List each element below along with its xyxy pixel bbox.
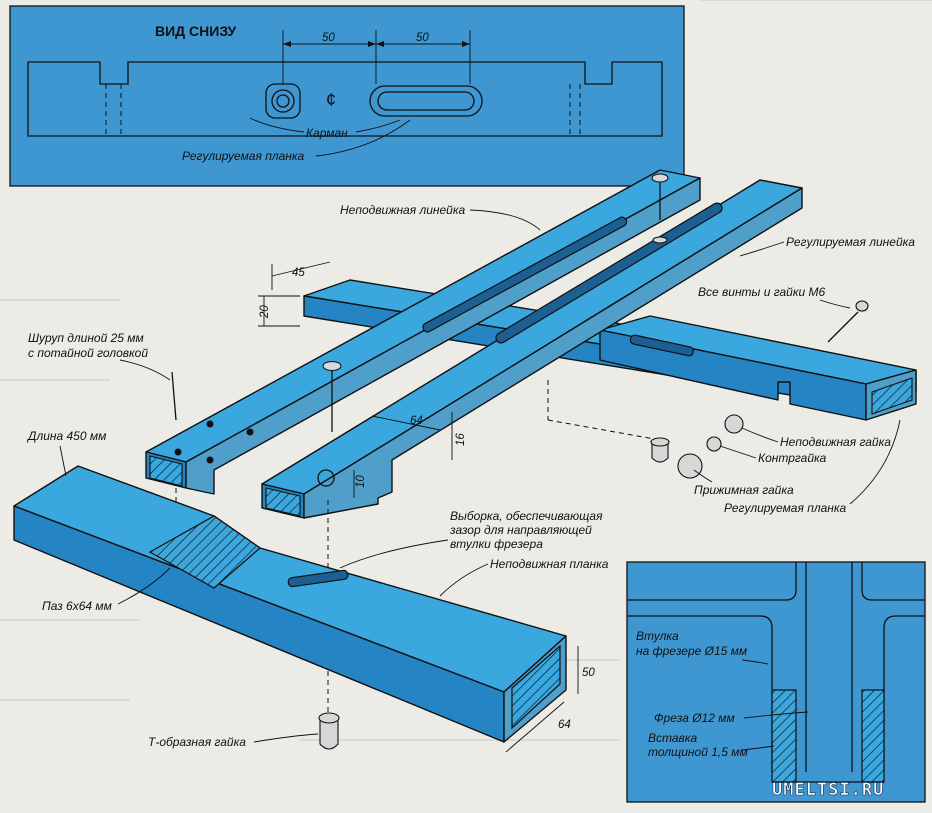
label-fixed-plate: Неподвижная планка [490, 557, 609, 571]
inset-bushing-line1: Втулка [636, 629, 679, 643]
label-adjustable-plate: Регулируемая планка [724, 501, 847, 515]
inset-insert-left [771, 689, 797, 783]
upper-screws [171, 173, 869, 432]
label-fixed-ruler: Неподвижная линейка [340, 203, 466, 217]
leader-adjustable-ruler [739, 241, 785, 257]
label-fixed-nut: Неподвижная гайка [780, 435, 891, 449]
leader-fixed-nut [741, 427, 779, 443]
dimension-lines [258, 261, 579, 753]
dim-64-lower: 64 [558, 719, 571, 731]
inset-detail: Втулка на фрезере Ø15 мм Фреза Ø12 мм Вс… [626, 561, 926, 803]
fixed-ruler-slot [422, 216, 628, 333]
inset-cutter: Фреза Ø12 мм [654, 711, 735, 725]
label-screw-line2: с потайной головкой [28, 346, 148, 360]
leader-screw [119, 359, 171, 381]
crossbar-end-grain [871, 377, 913, 415]
leader-adjustable-plate [849, 419, 901, 505]
fixed-ruler-hole-2 [246, 428, 254, 436]
dim-10: 10 [355, 475, 367, 488]
dim-20: 20 [259, 305, 271, 319]
inset-insert-right [861, 689, 885, 783]
pocket-leader-2 [355, 119, 401, 133]
dim-50-lower: 50 [582, 667, 595, 679]
fixed-plate [13, 465, 567, 743]
inset-bushing-line2: на фрезере Ø15 мм [636, 644, 747, 658]
dim-arrows [283, 41, 470, 47]
inset-cutter-leader [743, 711, 809, 719]
fixed-plate-slot [287, 569, 349, 588]
leader-clamp-nut [693, 469, 713, 483]
leader-lock-nut [719, 445, 757, 459]
plate-label: Регулируемая планка [182, 149, 305, 163]
inset-bushing-outer [627, 562, 925, 601]
bottom-view-background [9, 5, 685, 187]
dim-64-upper: 64 [410, 415, 423, 427]
dim-50-left: 50 [322, 32, 335, 44]
label-cutout-line1: Выборка, обеспечивающая [450, 509, 603, 523]
leader-length [59, 445, 67, 477]
fixed-plate-end-grain [511, 644, 561, 730]
leader-fixed-ruler [469, 209, 541, 231]
fixed-ruler-hole-1 [206, 420, 214, 428]
plate-slot-outer [369, 85, 483, 117]
bottom-view-board [27, 61, 663, 137]
leader-cutout [339, 539, 449, 569]
label-length: Длина 450 мм [26, 429, 106, 443]
pocket-hole-inner [276, 94, 290, 108]
label-all-screws: Все винты и гайки М6 [698, 285, 826, 299]
label-lock-nut: Контргайка [758, 451, 827, 465]
dim-50-right: 50 [416, 32, 429, 44]
label-clamp-nut: Прижимная гайка [694, 483, 794, 497]
pocket-hole-outer [271, 89, 295, 113]
label-cutout-line3: втулки фрезера [450, 537, 543, 551]
label-adjustable-ruler: Регулируемая линейка [786, 235, 915, 249]
fixed-ruler [145, 169, 701, 495]
dim-16: 16 [455, 433, 467, 446]
pocket-label: Карман [306, 126, 348, 140]
bottom-view-title: ВИД СНИЗУ [155, 23, 237, 39]
inset-bushing-leader [741, 659, 769, 665]
leader-all-screws [819, 299, 851, 309]
dim-45: 45 [292, 267, 305, 279]
plate-leader [315, 119, 411, 157]
centerline-symbol: ¢ [326, 90, 336, 110]
label-screw-line1: Шуруп длиной 25 мм [28, 331, 144, 345]
bottom-view-panel: ВИД СНИЗУ 50 50 ¢ Карман Регулируемая пл… [9, 5, 685, 187]
leader-fixed-plate [439, 563, 489, 597]
inset-insert-leader [741, 745, 775, 751]
inset-insert-line2: толщиной 1,5 мм [648, 745, 748, 759]
fixed-plate-groove [148, 515, 261, 589]
leader-t-nut [253, 733, 319, 743]
adjustable-ruler-end-grain [265, 487, 301, 517]
label-t-nut: Т-образная гайка [148, 735, 246, 749]
adjustable-ruler [261, 179, 803, 519]
fixed-ruler-end-grain [149, 455, 183, 487]
adjustable-plate-slot [629, 334, 694, 357]
fixed-ruler-hole-3 [174, 448, 182, 456]
label-groove: Паз 6х64 мм [42, 599, 112, 613]
inset-bushing-inner [805, 562, 853, 772]
label-cutout-line2: зазор для направляющей [449, 523, 592, 537]
inset-plate-line [627, 615, 925, 772]
pocket-leader [249, 117, 305, 133]
inset-insert-line1: Вставка [648, 731, 697, 745]
plate-slot-inner [377, 91, 475, 111]
leader-groove [117, 567, 171, 605]
fixed-ruler-hole-4 [206, 456, 214, 464]
watermark: UMELTSI.RU [772, 780, 884, 800]
adjustable-ruler-hole [317, 469, 335, 487]
pocket-square [265, 83, 301, 119]
